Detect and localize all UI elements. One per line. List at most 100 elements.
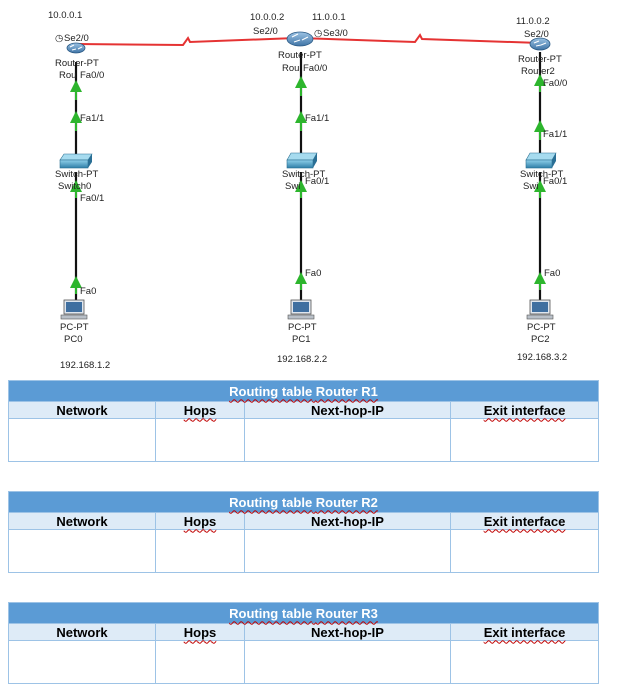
table-title: Routing table Router R2 <box>7 491 600 513</box>
ip-label: 192.168.2.2 <box>277 354 327 365</box>
port-label: Fa1/1 <box>305 113 329 124</box>
router-1[interactable]: 10.0.0.2 11.0.0.1 Se2/0 ◷ Se3/0 Router-P… <box>250 12 348 74</box>
device-label: Rou <box>282 63 299 74</box>
table-cell[interactable] <box>8 529 156 573</box>
port-label: Se3/0 <box>323 28 348 39</box>
pc-0[interactable]: Fa0 PC-PT PC0 192.168.1.2 <box>60 286 110 371</box>
port-label: Fa0/1 <box>543 176 567 187</box>
column-header-hops: Hops <box>155 512 245 530</box>
table-cell[interactable] <box>244 640 451 684</box>
column-header-hops: Hops <box>155 401 245 419</box>
device-label: PC-PT <box>60 322 89 333</box>
table-cell[interactable] <box>155 418 245 462</box>
ip-label: 192.168.1.2 <box>60 360 110 371</box>
port-label: Se2/0 <box>524 29 549 40</box>
column-header-next-hop: Next-hop-IP <box>244 623 451 641</box>
table-cell[interactable] <box>155 640 245 684</box>
port-label: Se2/0 <box>253 26 278 37</box>
table-cell[interactable] <box>449 418 600 462</box>
ip-label: 10.0.0.2 <box>250 12 284 23</box>
ip-label: 192.168.3.2 <box>517 352 567 363</box>
column-header-network: Network <box>8 401 156 419</box>
switch-1[interactable]: Fa1/1 Switch-PT Swi Fa0/1 <box>282 113 329 192</box>
table-cell[interactable] <box>8 418 156 462</box>
pc-2[interactable]: Fa0 PC-PT PC2 192.168.3.2 <box>517 268 567 363</box>
ip-label: 10.0.0.1 <box>48 10 82 21</box>
column-header-network: Network <box>8 623 156 641</box>
column-header-exit-text: Exit interface <box>483 402 566 418</box>
table-cell[interactable] <box>449 640 600 684</box>
device-label: Switch-PT <box>520 169 563 180</box>
switch-icon <box>525 152 557 161</box>
table-title: Routing table Router R1 <box>7 380 600 402</box>
column-header-network: Network <box>8 512 156 530</box>
port-label: Fa0 <box>80 286 96 297</box>
port-label: Fa0/1 <box>80 193 104 204</box>
pc-base-icon <box>60 314 88 320</box>
serial-link-r1-r2 <box>299 33 541 44</box>
ip-label: 11.0.0.1 <box>312 12 346 23</box>
table-cell[interactable] <box>244 418 451 462</box>
port-label: Fa0 <box>305 268 321 279</box>
device-label: PC-PT <box>527 322 556 333</box>
table-cell[interactable] <box>8 640 156 684</box>
switch-icon-body <box>286 159 314 169</box>
column-header-hops: Hops <box>155 623 245 641</box>
router-icon <box>529 37 551 51</box>
table-title-router: Router R2 <box>315 494 378 510</box>
switch-icon <box>286 152 318 161</box>
device-label: Swi <box>285 181 300 192</box>
routing-table-r3: Routing table Router R3 Network Hops Nex… <box>7 602 600 684</box>
table-title: Routing table Router R3 <box>7 602 600 624</box>
switch-2[interactable]: Fa1/1 Switch-PT Swi Fa0/1 <box>520 129 567 192</box>
ip-label: 11.0.0.2 <box>516 16 550 27</box>
power-icon: ◷ <box>314 28 323 39</box>
column-header-hops-text: Hops <box>183 624 217 640</box>
port-label: Fa0/1 <box>305 176 329 187</box>
column-header-hops-text: Hops <box>183 513 217 529</box>
column-header-exit-text: Exit interface <box>483 624 566 640</box>
column-header-exit-text: Exit interface <box>483 513 566 529</box>
device-label: PC0 <box>64 334 82 345</box>
port-label: Fa0/0 <box>543 78 567 89</box>
column-header-hops-text: Hops <box>183 402 217 418</box>
table-cell[interactable] <box>449 529 600 573</box>
routing-table-r1: Routing table Router R1 Network Hops Nex… <box>7 380 600 462</box>
port-label: Fa0 <box>544 268 560 279</box>
switch-icon-body <box>59 159 89 169</box>
device-label: Router-PT <box>278 50 322 61</box>
device-label: Switch0 <box>58 181 91 192</box>
pc-1[interactable]: Fa0 PC-PT PC1 192.168.2.2 <box>277 268 327 365</box>
device-label: PC-PT <box>288 322 317 333</box>
routing-table-r2: Routing table Router R2 Network Hops Nex… <box>7 491 600 573</box>
column-header-exit-interface: Exit interface <box>449 623 600 641</box>
port-label: Fa0/0 <box>303 63 327 74</box>
device-label: Swi <box>523 181 538 192</box>
pc-base-icon <box>287 314 315 320</box>
table-title-prefix: Routing table <box>229 383 313 399</box>
table-cell[interactable] <box>244 529 451 573</box>
table-title-router: Router R1 <box>315 383 378 399</box>
column-header-next-hop: Next-hop-IP <box>244 401 451 419</box>
table-cell[interactable] <box>155 529 245 573</box>
device-label: Switch-PT <box>55 169 98 180</box>
router-2[interactable]: 11.0.0.2 Se2/0 Router-PT Router2 Fa0/0 <box>516 16 567 89</box>
port-label: Fa0/0 <box>80 70 104 81</box>
port-label: Se2/0 <box>64 33 89 44</box>
device-label: Router-PT <box>518 54 562 65</box>
switch-icon-body <box>525 159 553 169</box>
switch-icon <box>59 153 93 161</box>
router-icon <box>66 42 86 54</box>
device-label: Router-PT <box>55 58 99 69</box>
column-header-exit-interface: Exit interface <box>449 512 600 530</box>
device-label: Switch-PT <box>282 169 325 180</box>
table-title-prefix: Routing table <box>229 494 313 510</box>
power-icon: ◷ <box>55 33 64 44</box>
switch-0[interactable]: Fa1/1 Switch-PT Switch0 Fa0/1 <box>55 113 104 204</box>
column-header-exit-interface: Exit interface <box>449 401 600 419</box>
pc-base-icon <box>526 314 554 320</box>
device-label: Router2 <box>521 66 555 77</box>
port-label: Fa1/1 <box>80 113 104 124</box>
serial-link-r0-r1 <box>75 36 297 47</box>
router-0[interactable]: 10.0.0.1 ◷ Se2/0 Router-PT Rou Fa0/0 <box>48 10 104 81</box>
